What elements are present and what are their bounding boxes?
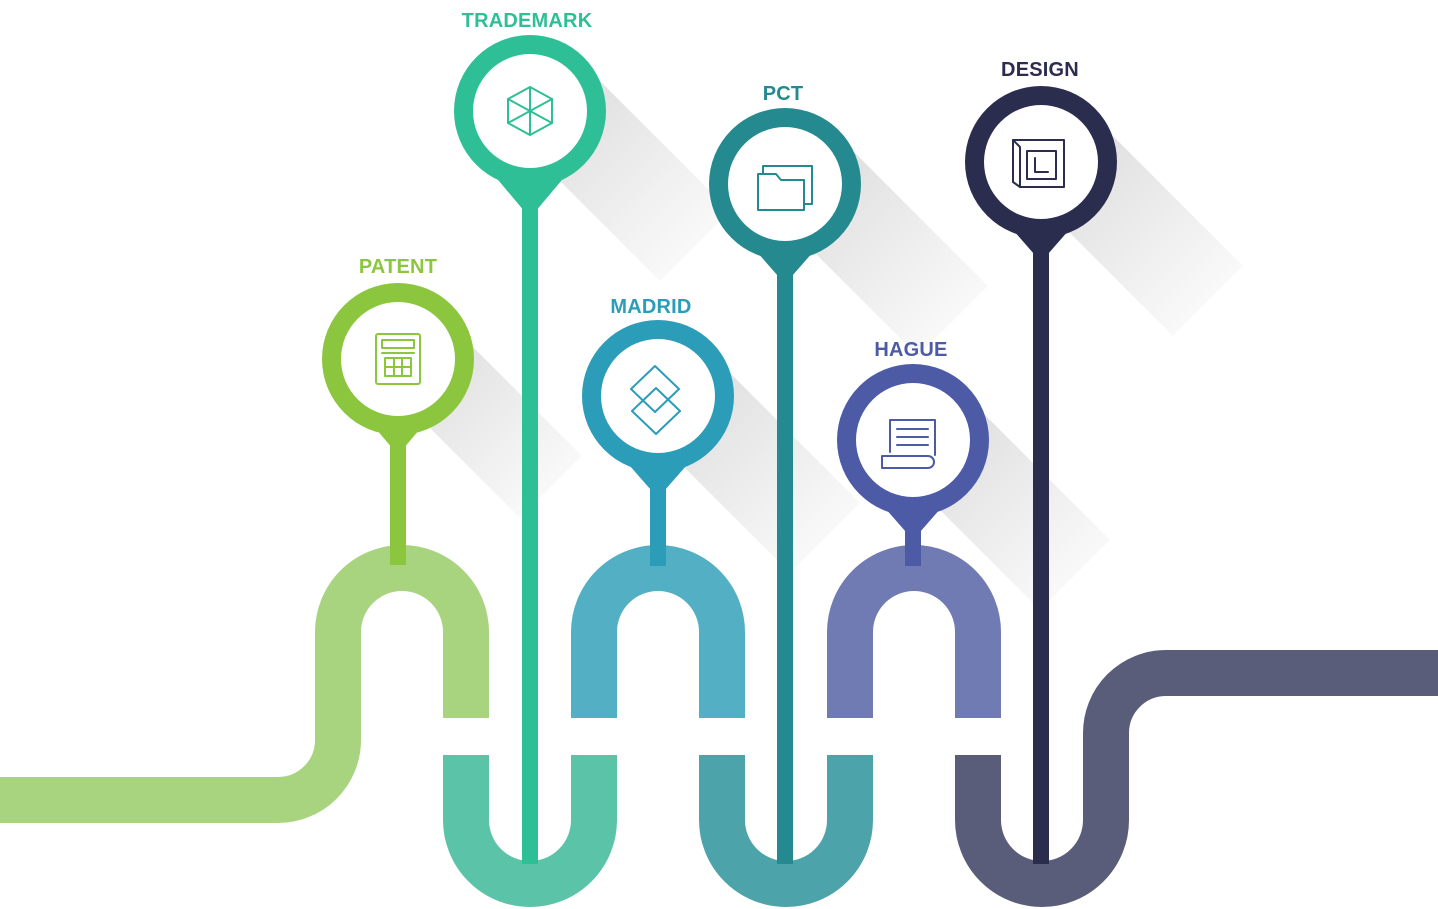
pin-trademark: TRADEMARK — [454, 10, 606, 218]
madrid-stem — [650, 470, 666, 566]
path-segment-madrid — [571, 545, 745, 718]
design-label: DESIGN — [1001, 59, 1079, 81]
diamonds-icon — [630, 365, 681, 435]
cube-icon — [507, 86, 553, 136]
winding-path — [0, 545, 1438, 907]
blueprint-icon — [1012, 139, 1065, 188]
path-segment-hague — [827, 545, 1001, 718]
calculator-icon — [375, 333, 421, 385]
hague-pin-face — [856, 383, 970, 497]
design-stem — [1033, 230, 1049, 864]
path-segment-patent — [0, 545, 489, 823]
design-pin-face — [984, 105, 1098, 219]
patent-label: PATENT — [359, 256, 437, 278]
patent-stem — [390, 430, 406, 565]
folder-icon — [757, 165, 813, 211]
pin-pct: PCT — [709, 83, 861, 284]
pct-label: PCT — [763, 83, 804, 105]
pin-patent: PATENT — [322, 256, 474, 455]
trademark-label: TRADEMARK — [462, 10, 593, 32]
scroll-icon — [881, 419, 936, 469]
trademark-stem — [522, 170, 538, 864]
path-segment-pct — [699, 755, 873, 907]
madrid-pin-face — [601, 339, 715, 453]
hague-label: HAGUE — [874, 339, 947, 361]
pin-madrid: MADRID — [582, 296, 734, 498]
path-segment-trademark — [443, 755, 617, 907]
pin-design: DESIGN — [965, 59, 1117, 262]
stems — [390, 170, 1049, 864]
pct-pin-face — [728, 127, 842, 241]
madrid-label: MADRID — [610, 296, 691, 318]
pct-stem — [777, 240, 793, 864]
pin-hague: HAGUE — [837, 339, 989, 540]
path-segment-design — [955, 650, 1438, 907]
